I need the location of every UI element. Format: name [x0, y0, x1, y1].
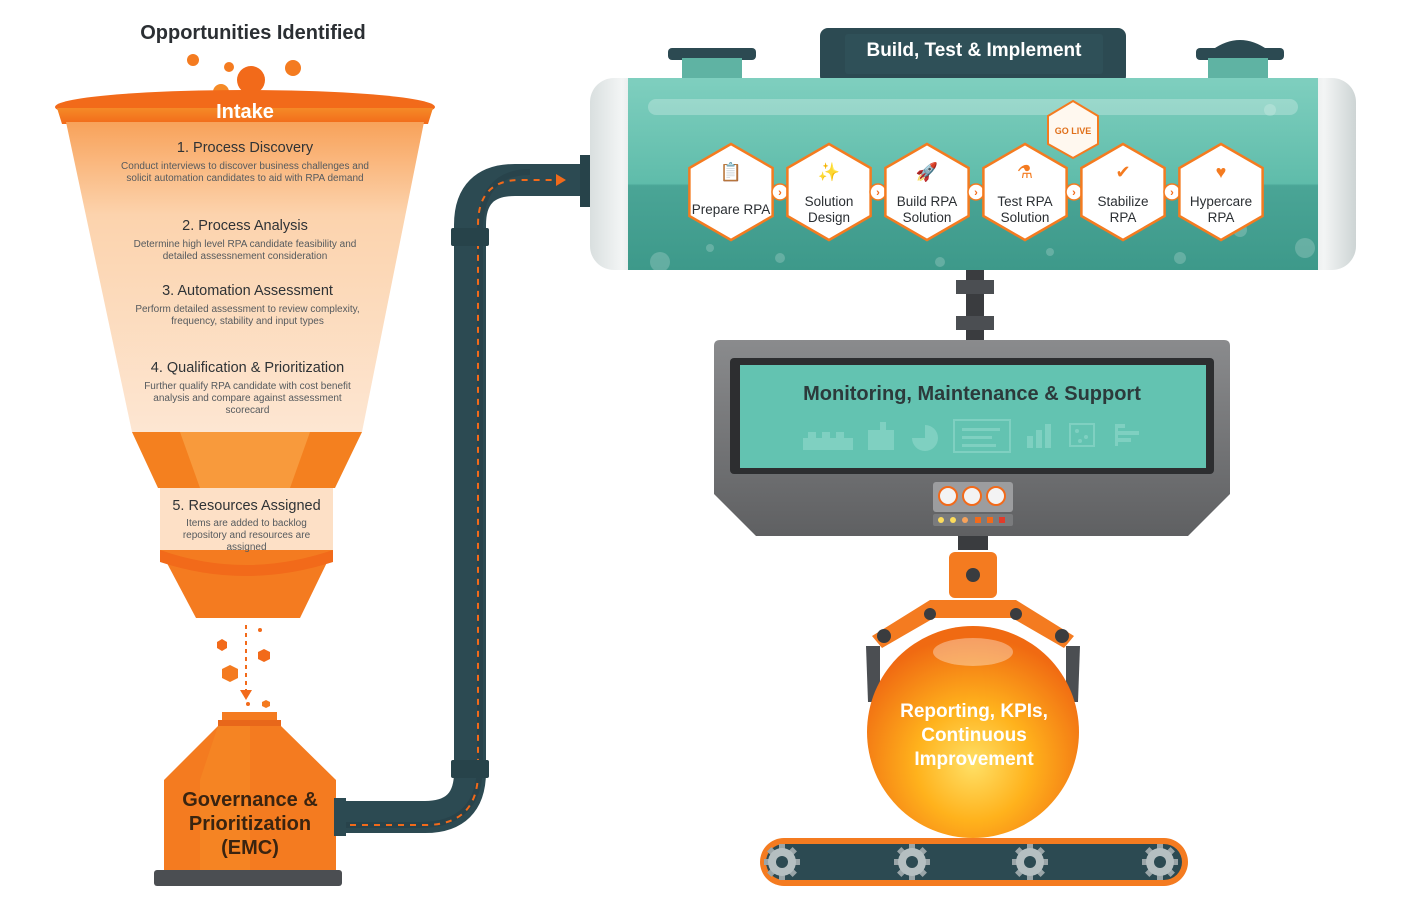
step-2-title: 2. Process Analysis	[182, 218, 308, 234]
heart-pulse-icon: ♥	[1215, 162, 1227, 182]
step-1-title: 1. Process Discovery	[176, 140, 314, 156]
connector-pipe	[346, 155, 592, 833]
step-3: 3. Automation Assessment Perform detaile…	[130, 283, 365, 328]
intake-funnel	[55, 90, 435, 618]
stage-label-line-1: Stabilize	[1097, 194, 1149, 209]
stage-hex-2	[786, 142, 872, 242]
step-3-desc: Perform detailed assessment to review co…	[135, 304, 360, 327]
stage-label-line-1: Hypercare	[1189, 194, 1253, 209]
governance-label: Governance & Prioritization (EMC)	[170, 788, 330, 860]
monitoring-title: Monitoring, Maintenance & Support	[803, 383, 1141, 405]
stage-label-line-1: Solution	[804, 194, 854, 209]
robotic-claw	[866, 536, 1080, 702]
chevron-glyph: ›	[1170, 187, 1174, 199]
chevron-glyph: ›	[974, 187, 978, 199]
monitor-icons	[803, 419, 1139, 453]
stage-label-line-1: Build RPA	[896, 194, 958, 209]
page-title: Opportunities Identified	[140, 22, 366, 44]
gear-icon	[1142, 844, 1178, 880]
stage-hexagons: › › › › ›	[688, 142, 1264, 242]
reporting-line-1: Reporting, KPIs,	[900, 701, 1048, 722]
gear-icon	[764, 844, 800, 880]
stage-label-1: Prepare RPA	[687, 202, 775, 218]
stage-hex-4	[982, 142, 1068, 242]
clipboard-icon: 📋	[719, 162, 743, 182]
step-3-title: 3. Automation Assessment	[162, 283, 333, 299]
stage-label-line-2: RPA	[1109, 210, 1137, 225]
step-1-desc: Conduct interviews to discover business …	[121, 161, 369, 184]
step-4-title: 4. Qualification & Prioritization	[150, 360, 345, 376]
step-2-desc: Determine high level RPA candidate feasi…	[133, 239, 357, 262]
go-live-label: GO LIVE	[1054, 126, 1092, 136]
governance-line-2: Prioritization	[188, 813, 312, 835]
reporting-label: Reporting, KPIs, Continuous Improvement	[872, 700, 1076, 772]
step-5-title: 5. Resources Assigned	[172, 498, 321, 514]
orange-bubbles	[187, 54, 301, 101]
step-5: 5. Resources Assigned Items are added to…	[160, 498, 333, 554]
step-4-desc: Further qualify RPA candidate with cost …	[144, 381, 351, 416]
gear-icon	[1012, 844, 1048, 880]
step-2: 2. Process Analysis Determine high level…	[130, 218, 360, 263]
magic-wand-icon: ✨	[817, 162, 841, 182]
chevron-glyph: ›	[876, 187, 880, 199]
stage-label-line-2: Design	[807, 210, 851, 225]
rocket-icon: 🚀	[915, 162, 939, 182]
build-title: Build, Test & Implement	[866, 40, 1082, 61]
stage-label-line-1: Test RPA	[997, 194, 1053, 209]
stage-hex-5	[1080, 142, 1166, 242]
governance-silo	[154, 712, 346, 886]
stage-label-line-2: RPA	[1207, 210, 1235, 225]
stage-label-line-2: Solution	[902, 210, 952, 225]
governance-line-1: Governance &	[182, 789, 318, 811]
go-live-badge	[1047, 99, 1099, 160]
chevron-glyph: ›	[778, 187, 782, 199]
chevron-glyph: ›	[1072, 187, 1076, 199]
stage-label-line-2: Solution	[1000, 210, 1050, 225]
step-4: 4. Qualification & Prioritization Furthe…	[130, 360, 365, 417]
reporting-line-3: Improvement	[914, 749, 1034, 770]
stage-label-line-1: Prepare RPA	[691, 202, 771, 217]
gear-icon	[894, 844, 930, 880]
conveyor-belt	[760, 838, 1188, 886]
reporting-ball	[867, 626, 1079, 838]
intake-label: Intake	[216, 101, 274, 123]
monitoring-machine	[714, 340, 1230, 536]
flask-icon: ⚗	[1016, 162, 1034, 182]
falling-hexagons	[217, 625, 270, 708]
step-1: 1. Process Discovery Conduct interviews …	[120, 140, 370, 185]
reporting-line-2: Continuous	[921, 725, 1027, 746]
shield-check-icon: ✔	[1115, 162, 1131, 182]
stage-hex-3	[884, 142, 970, 242]
governance-line-3: (EMC)	[221, 837, 279, 859]
stage-hex-1	[688, 142, 774, 242]
stage-hex-6	[1178, 142, 1264, 242]
step-5-desc: Items are added to backlog repository an…	[182, 518, 311, 553]
